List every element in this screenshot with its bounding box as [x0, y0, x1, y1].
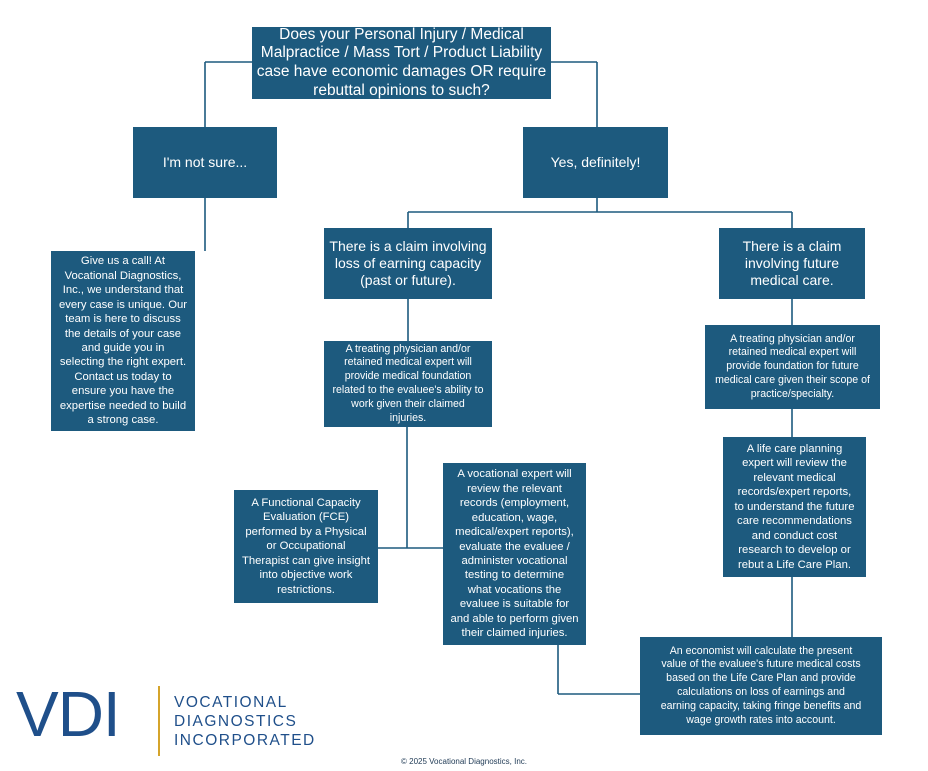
life-care-planning-box: A life care planning expert will review … — [723, 437, 866, 577]
physician-care-box: A treating physician and/or retained med… — [705, 325, 880, 409]
vdi-logo-wordmark: VOCATIONAL DIAGNOSTICS INCORPORATED — [174, 694, 316, 749]
vocational-expert-box: A vocational expert will review the rele… — [443, 463, 586, 645]
question-box: Does your Personal Injury / Medical Malp… — [252, 26, 551, 99]
economist-box: An economist will calculate the present … — [640, 637, 882, 735]
physician-work-box: A treating physician and/or retained med… — [324, 341, 492, 427]
future-medical-claim-box: There is a claim involving future medica… — [719, 228, 865, 299]
logo-divider — [158, 686, 160, 756]
not-sure-box: I'm not sure... — [133, 127, 277, 198]
fce-box: A Functional Capacity Evaluation (FCE) p… — [234, 490, 378, 603]
vdi-logo-mark: VDI — [16, 678, 121, 750]
copyright-footer: © 2025 Vocational Diagnostics, Inc. — [401, 757, 527, 766]
earning-capacity-claim-box: There is a claim involving loss of earni… — [324, 228, 492, 299]
call-us-box: Give us a call! At Vocational Diagnostic… — [51, 251, 195, 431]
yes-box: Yes, definitely! — [523, 127, 668, 198]
